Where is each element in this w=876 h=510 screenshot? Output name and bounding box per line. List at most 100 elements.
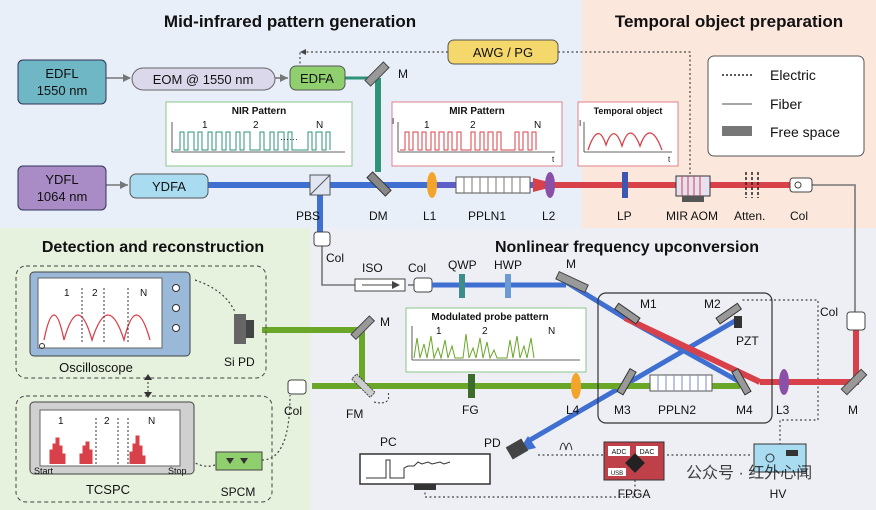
- svg-text:……: ……: [280, 132, 298, 142]
- svg-text:Start: Start: [34, 466, 54, 476]
- hwp: [505, 274, 511, 298]
- svg-text:1550 nm: 1550 nm: [37, 83, 88, 98]
- svg-text:Col: Col: [284, 404, 302, 418]
- lens-l1: [427, 172, 437, 198]
- svg-text:L1: L1: [423, 209, 437, 223]
- hv-to-pzt-wire: [740, 299, 819, 445]
- svg-text:FPGA: FPGA: [618, 487, 651, 501]
- flip-mirror-fm: [350, 373, 376, 399]
- temporal-object-inset: Temporal object I t: [577, 101, 679, 167]
- qwp: [459, 274, 465, 298]
- svg-text:PBS: PBS: [296, 209, 320, 223]
- svg-text:2: 2: [104, 416, 110, 427]
- attenuator: [745, 172, 759, 198]
- svg-text:NIR Pattern: NIR Pattern: [232, 106, 286, 117]
- hv-supply: [753, 443, 807, 473]
- mirror-m-top: [364, 61, 390, 87]
- svg-text:PD: PD: [484, 436, 501, 450]
- svg-text:1: 1: [202, 120, 208, 131]
- svg-text:PZT: PZT: [736, 334, 759, 348]
- svg-text:N: N: [548, 326, 555, 337]
- nir-pattern-inset: NIR Pattern 1 2 N ……: [165, 101, 353, 167]
- detection-osc-box: [15, 265, 267, 379]
- svg-text:2: 2: [470, 120, 476, 131]
- svg-text:1: 1: [58, 416, 64, 427]
- osc-to-sipd-wire: [194, 279, 236, 313]
- svg-text:AWG / PG: AWG / PG: [473, 45, 533, 60]
- detection-tcspc-box: [15, 395, 273, 503]
- svg-text:MIR AOM: MIR AOM: [666, 209, 718, 223]
- mir-aom: [675, 175, 711, 202]
- svg-text:L3: L3: [776, 403, 790, 417]
- svg-text:EOM @ 1550 nm: EOM @ 1550 nm: [153, 72, 254, 87]
- svg-text:1: 1: [436, 326, 442, 337]
- fpga-to-pc-wire: [424, 480, 636, 498]
- ppln2-crystal: [649, 374, 713, 392]
- svg-text:HWP: HWP: [494, 258, 522, 272]
- svg-text:EDFA: EDFA: [300, 71, 334, 86]
- svg-text:SPCM: SPCM: [221, 485, 256, 499]
- svg-text:PPLN1: PPLN1: [468, 209, 506, 223]
- col-loop-fiber: [812, 184, 856, 312]
- mirror-m2: [715, 302, 743, 325]
- svg-text:Atten.: Atten.: [734, 209, 765, 223]
- mirror-m-bottom: [840, 368, 868, 396]
- edfl-box: [17, 59, 107, 105]
- svg-text:FM: FM: [346, 407, 363, 421]
- svg-text:Col: Col: [820, 305, 838, 319]
- svg-text:M3: M3: [614, 403, 631, 417]
- legend: Electric Fiber Free space: [707, 55, 865, 157]
- oscilloscope: 1 2 N: [29, 271, 191, 357]
- spcm-to-col-wire: [261, 394, 291, 461]
- awg-pg-box: [447, 39, 559, 65]
- dm-mirror: [366, 171, 392, 197]
- mirror-m1: [613, 302, 641, 325]
- svg-text:2: 2: [92, 288, 98, 299]
- electric-lines: [184, 51, 819, 498]
- svg-text:1064 nm: 1064 nm: [37, 189, 88, 204]
- svg-text:FG: FG: [462, 403, 479, 417]
- svg-text:MIR Pattern: MIR Pattern: [449, 106, 505, 117]
- spcm: [215, 451, 263, 471]
- svg-text:LP: LP: [617, 209, 632, 223]
- svg-text:M2: M2: [704, 297, 721, 311]
- si-pd: [234, 314, 246, 344]
- svg-text:M1: M1: [640, 297, 657, 311]
- svg-text:QWP: QWP: [448, 258, 477, 272]
- svg-text:PC: PC: [380, 435, 397, 449]
- svg-text:Col: Col: [408, 261, 426, 275]
- svg-text:I: I: [579, 119, 581, 128]
- col-iso-fiber: [321, 238, 355, 286]
- col-green: [287, 379, 307, 395]
- lp-filter: [622, 172, 628, 198]
- svg-text:Col: Col: [790, 209, 808, 223]
- mirror-m-nonlinear: [555, 270, 589, 294]
- svg-text:ISO: ISO: [362, 261, 383, 275]
- ydfl-box: [17, 165, 107, 211]
- arrow-left: [300, 49, 306, 55]
- svg-text:PPLN2: PPLN2: [658, 403, 696, 417]
- svg-text:t: t: [668, 155, 671, 164]
- svg-text:Temporal object: Temporal object: [594, 106, 663, 116]
- svg-text:N: N: [148, 416, 155, 427]
- svg-text:Free space: Free space: [770, 124, 840, 140]
- edfa-box: [289, 65, 346, 91]
- pc-monitor: [359, 453, 491, 490]
- svg-text:Electric: Electric: [770, 67, 816, 83]
- svg-text:1: 1: [424, 120, 430, 131]
- lens-l4: [571, 373, 581, 399]
- svg-text:N: N: [534, 120, 541, 131]
- svg-text:EDFL: EDFL: [45, 66, 78, 81]
- svg-text:N: N: [140, 288, 147, 299]
- pulse-icon: [559, 442, 573, 451]
- svg-text:YDFL: YDFL: [45, 172, 78, 187]
- pd-detector: [505, 438, 529, 460]
- watermark: 公众号 · 红外心闻: [686, 464, 812, 482]
- svg-text:Si PD: Si PD: [224, 355, 255, 369]
- svg-text:HV: HV: [770, 487, 787, 501]
- svg-text:I: I: [392, 117, 394, 126]
- svg-text:1: 1: [64, 288, 70, 299]
- lens-l2: [545, 172, 555, 198]
- mirror-m3: [616, 368, 637, 396]
- svg-text:M: M: [566, 257, 576, 271]
